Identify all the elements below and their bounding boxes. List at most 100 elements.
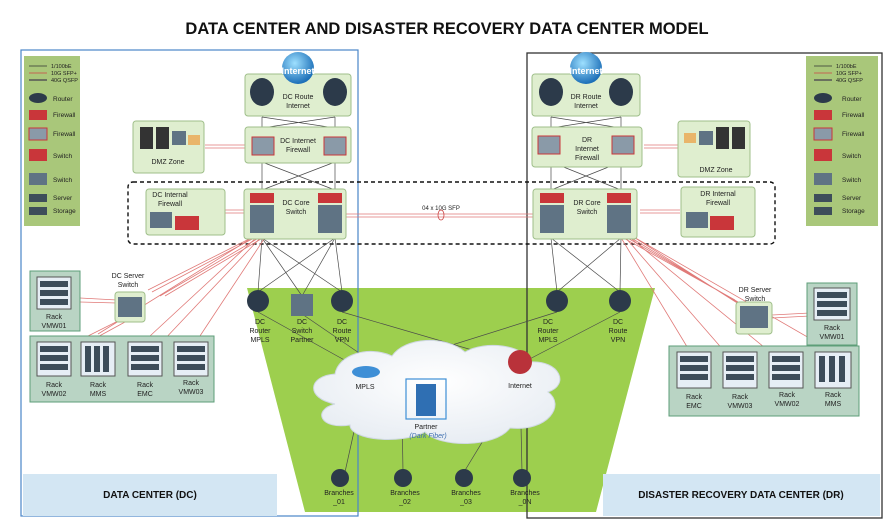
server-icon — [726, 365, 754, 371]
dr-internal-firewall: DR Internal Firewall — [680, 186, 756, 238]
server-icon — [726, 374, 754, 380]
firewall-icon — [710, 216, 734, 230]
internet-label: Internet — [508, 383, 532, 390]
dr-route-vpn: DC Route VPN — [609, 290, 631, 344]
dr-frame — [526, 52, 883, 519]
server-icon — [817, 292, 847, 298]
firewall-icon — [611, 135, 635, 155]
label-line: Internet — [574, 103, 598, 110]
router-icon — [331, 469, 349, 487]
dr-racks: Rack VMW01 Rack EMC Rack VMW03 Rack VMW0… — [668, 282, 860, 417]
internet-globe-icon — [282, 52, 314, 84]
dc-switch-partner: DC Switch Partner — [291, 294, 314, 344]
label-line: DR Internal — [700, 191, 736, 198]
server-icon — [726, 356, 754, 362]
label-line: DC — [255, 319, 265, 326]
switch-icon — [118, 297, 142, 317]
rack: Rack VMW01 — [813, 287, 851, 341]
rack: Rack VMW02 — [36, 341, 72, 398]
legend-item: Switch — [842, 177, 862, 184]
label-line: MPLS — [250, 337, 269, 344]
label-line: MMS — [90, 391, 107, 398]
server-icon — [817, 310, 847, 316]
dc-internet-firewall: DC Internet Firewall — [244, 126, 352, 164]
server-icon — [131, 364, 159, 370]
label-line: _03 — [459, 499, 472, 506]
server-icon — [40, 281, 68, 287]
legend-dc: 1/100bE 10G SFP+ 40G QSFP Router Firewal… — [24, 56, 80, 226]
dc-footer-label: DATA CENTER (DC) — [103, 490, 197, 501]
switch-icon — [250, 205, 274, 233]
storage-icon — [103, 346, 109, 372]
dc-internal-firewall: DC Internal Firewall — [145, 188, 226, 236]
router-icon — [609, 290, 631, 312]
legend-item: Router — [53, 96, 73, 103]
rack: Rack MMS — [80, 341, 116, 398]
label-line: Switch — [577, 209, 598, 216]
label-line: VMW01 — [820, 334, 845, 341]
server-icon — [177, 355, 205, 361]
label-line: VPN — [335, 337, 349, 344]
label-line: Firewall — [706, 200, 731, 207]
label-line: Rack — [825, 392, 841, 399]
wan-cloud — [313, 340, 561, 445]
server-icon — [131, 346, 159, 352]
switch-icon — [814, 149, 832, 161]
branch-router: Branches _02 — [390, 469, 420, 506]
router-icon — [814, 93, 832, 103]
router-icon — [331, 290, 353, 312]
label-line: VMW01 — [42, 323, 67, 330]
server-icon — [40, 364, 68, 370]
server-icon — [177, 364, 205, 370]
dr-core-switch: DR Core Switch — [532, 188, 638, 240]
legend-item: Storage — [53, 208, 76, 215]
server-icon — [40, 346, 68, 352]
router-icon — [247, 290, 269, 312]
dc-dmz-zone: DMZ Zone — [132, 120, 205, 174]
core-zone — [127, 181, 776, 245]
legend-line-1: 1/100bE — [836, 64, 857, 70]
switch-icon — [29, 149, 47, 161]
label-line: Firewall — [575, 155, 600, 162]
switch-icon — [172, 131, 186, 145]
switch-icon — [686, 212, 708, 228]
server-icon — [814, 194, 832, 202]
server-icon — [40, 299, 68, 305]
legend-line-3: 40G QSFP — [51, 78, 78, 84]
label-line: DC Server — [112, 273, 145, 280]
label-line: _01 — [332, 499, 345, 506]
switch-icon — [291, 294, 313, 316]
legend-item: Firewall — [842, 131, 865, 138]
storage-icon — [94, 346, 100, 372]
building-icon — [416, 384, 436, 416]
label-line: DC — [337, 319, 347, 326]
label-line: DC Internet — [280, 138, 316, 145]
legend-line-2: 10G SFP+ — [51, 71, 77, 77]
label-line: Rack — [137, 382, 153, 389]
branch-router: Branches _03 — [451, 469, 481, 506]
server-icon — [772, 374, 800, 380]
server-icon — [156, 127, 169, 149]
dr-server-switch: DR Server Switch — [735, 287, 773, 335]
server-icon — [40, 290, 68, 296]
rack: Rack VMW01 — [36, 276, 72, 330]
wan-mpls: MPLS — [352, 366, 380, 391]
label-line: DR Server — [739, 287, 772, 294]
label-line: VMW02 — [775, 401, 800, 408]
switch-icon — [740, 306, 768, 328]
wan-branches: Branches _01 Branches _02 Branches _03 B… — [324, 469, 540, 506]
mpls-label: MPLS — [355, 384, 374, 391]
server-icon — [680, 356, 708, 362]
dmz-zone-label: DMZ Zone — [699, 167, 732, 174]
label-line: VMW02 — [42, 391, 67, 398]
server-icon — [140, 127, 153, 149]
label-line: Branches — [390, 490, 420, 497]
router-icon — [539, 78, 563, 106]
storage-icon — [29, 207, 47, 215]
legend-dr: 1/100bE 10G SFP+ 40G QSFP Router Firewal… — [806, 56, 878, 226]
legend-item: Firewall — [842, 112, 865, 119]
branch-router: Branches _0N — [510, 469, 540, 506]
label-line: VMW03 — [179, 389, 204, 396]
label-line: Branches — [510, 490, 540, 497]
